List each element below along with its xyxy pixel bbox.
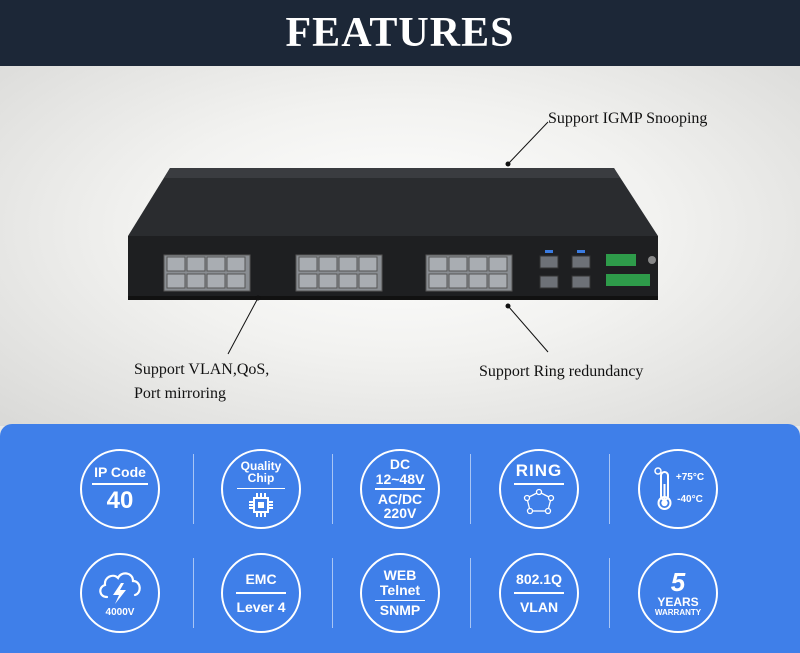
product-photo-area [0, 66, 800, 426]
quality-chip-line1: Quality [240, 458, 282, 473]
warranty-number: 5 [670, 566, 686, 597]
warranty-line1: YEARS [657, 595, 699, 610]
ring-topology-icon [523, 488, 555, 514]
chip-icon [249, 493, 273, 518]
feature-vlan: 802.1Q VLAN [484, 548, 594, 638]
feature-management: WEB Telnet SNMP [345, 548, 455, 638]
web-line1: WEB [383, 567, 417, 584]
cloud-lightning-icon [99, 572, 141, 605]
temperature-high: +75°C [675, 471, 705, 483]
callout-vlan-line2: Port mirroring [134, 385, 226, 402]
vlan-line2: VLAN [519, 598, 559, 615]
features-header: FEATURES [0, 0, 800, 66]
feature-temperature: +75°C -40°C [623, 444, 733, 534]
feature-ip-code: IP Code 40 [65, 444, 175, 534]
quality-chip-line2: Chip [247, 471, 275, 486]
feature-emc: EMC Lever 4 [206, 548, 316, 638]
network-switch-illustration [128, 168, 658, 300]
callout-leader-lines [227, 121, 549, 355]
warranty-line2: WARRANTY [654, 607, 702, 617]
feature-power-input: DC 12~48V AC/DC 220V [345, 444, 455, 534]
callout-vlan-line1: Support VLAN,QoS, [134, 361, 270, 378]
emc-line1: EMC [245, 570, 277, 587]
vlan-line1: 802.1Q [516, 570, 562, 587]
temperature-low: -40°C [677, 494, 703, 505]
power-line4: 220V [383, 505, 417, 522]
callout-ring: Support Ring redundancy [479, 363, 644, 380]
callout-igmp: Support IGMP Snooping [548, 110, 708, 127]
power-line1: DC [389, 455, 411, 472]
web-line2: Telnet [379, 581, 421, 598]
page-title: FEATURES [285, 10, 515, 56]
thermometer-icon [654, 467, 672, 510]
surge-label: 4000V [105, 607, 135, 619]
feature-quality-chip: Quality Chip [206, 444, 316, 534]
web-line3: SNMP [379, 602, 421, 619]
feature-panel: IP Code 40 Quality Chip DC [0, 424, 800, 653]
feature-surge-protection: 4000V [65, 548, 175, 638]
ip-code-label: IP Code [94, 464, 146, 481]
emc-line2: Lever 4 [236, 598, 286, 615]
feature-warranty: 5 YEARS WARRANTY [623, 548, 733, 638]
ring-label: RING [515, 461, 563, 481]
callout-vlan: Support VLAN,QoS, Port mirroring [134, 358, 269, 406]
feature-ring: RING [484, 444, 594, 534]
power-line2: 12~48V [375, 470, 425, 487]
power-line3: AC/DC [377, 490, 423, 507]
ip-code-value: 40 [106, 486, 134, 514]
